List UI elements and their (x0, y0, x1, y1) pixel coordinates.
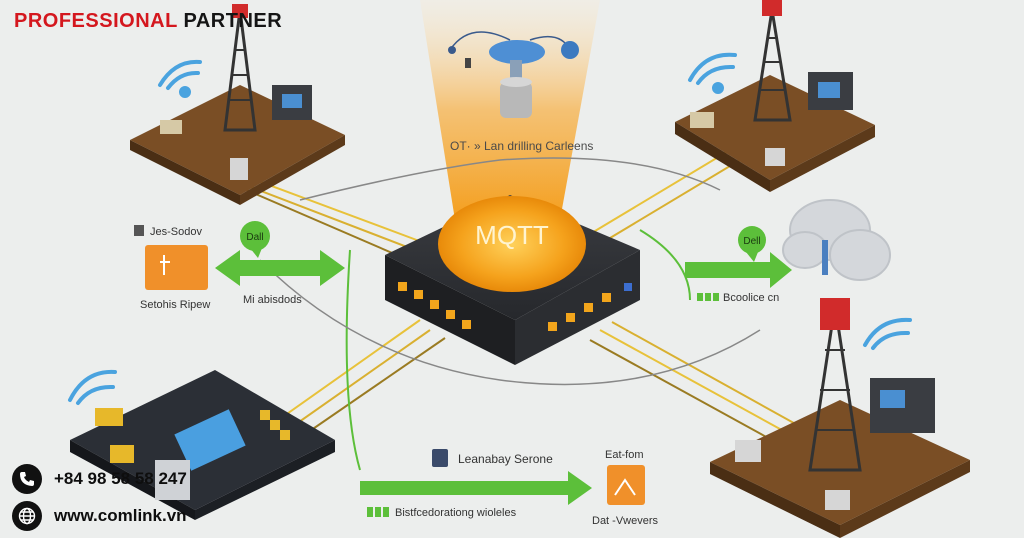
left-bottom-label: Setohis Ripew (140, 299, 210, 311)
small-label-icon (134, 225, 144, 236)
green-bars-icon (697, 293, 719, 301)
bottom-arrow-label: Bistfcedorationg wioleles (395, 507, 517, 519)
bottom-right-top-label: Eat-fom (605, 449, 644, 461)
bidirectional-arrow (215, 250, 345, 286)
drill-site-bottom-right (710, 298, 970, 538)
right-bubble (738, 226, 766, 262)
left-bubble-label: Dall (246, 232, 263, 243)
phone-contact[interactable]: +84 98 58 58 247 (12, 464, 187, 494)
cloud-connector (822, 240, 828, 275)
wifi-icon (688, 52, 737, 94)
right-arrow-label: Bcoolice cn (723, 292, 779, 304)
left-bubble (240, 221, 270, 258)
satellite-sensor (448, 31, 579, 118)
bottom-arrow (360, 471, 592, 505)
right-arrow (685, 252, 792, 288)
bottom-right-device-icon (607, 465, 645, 505)
bottom-center-label: Leanabay Serone (458, 452, 553, 466)
green-bars-icon (367, 507, 389, 517)
brand-word-2: PARTNER (183, 10, 283, 32)
bottom-right-bottom-label: Dat -Vwevers (592, 515, 659, 527)
beam-caption: OT· » Lan drilling Carleens (450, 139, 593, 153)
phone-number: +84 98 58 58 247 (54, 469, 187, 488)
wifi-icon (68, 369, 117, 405)
brand-title: PROFESSIONAL PARTNER (14, 10, 282, 33)
brand-word-1: PROFESSIONAL (14, 10, 178, 32)
right-bubble-label: Dell (743, 236, 760, 247)
drill-site-top-left (130, 4, 345, 205)
circuit-board (70, 370, 335, 520)
left-arrow-label: Mi abisdods (243, 294, 302, 306)
wifi-icon (158, 59, 202, 98)
cloud-icon (782, 199, 891, 281)
phone-icon (12, 464, 42, 494)
wifi-icon (863, 317, 912, 350)
mqtt-label: MQTT (475, 220, 549, 250)
website-contact[interactable]: www.comlink.vn (12, 501, 187, 531)
drill-site-top-right (675, 0, 875, 192)
connection-cables (174, 149, 811, 471)
globe-icon (12, 501, 42, 531)
website-url: www.comlink.vn (54, 506, 187, 525)
small-label-icon (432, 449, 448, 467)
left-top-label: Jes-Sodov (150, 226, 202, 238)
left-device-icon (145, 245, 208, 290)
mqtt-hub (385, 195, 640, 365)
